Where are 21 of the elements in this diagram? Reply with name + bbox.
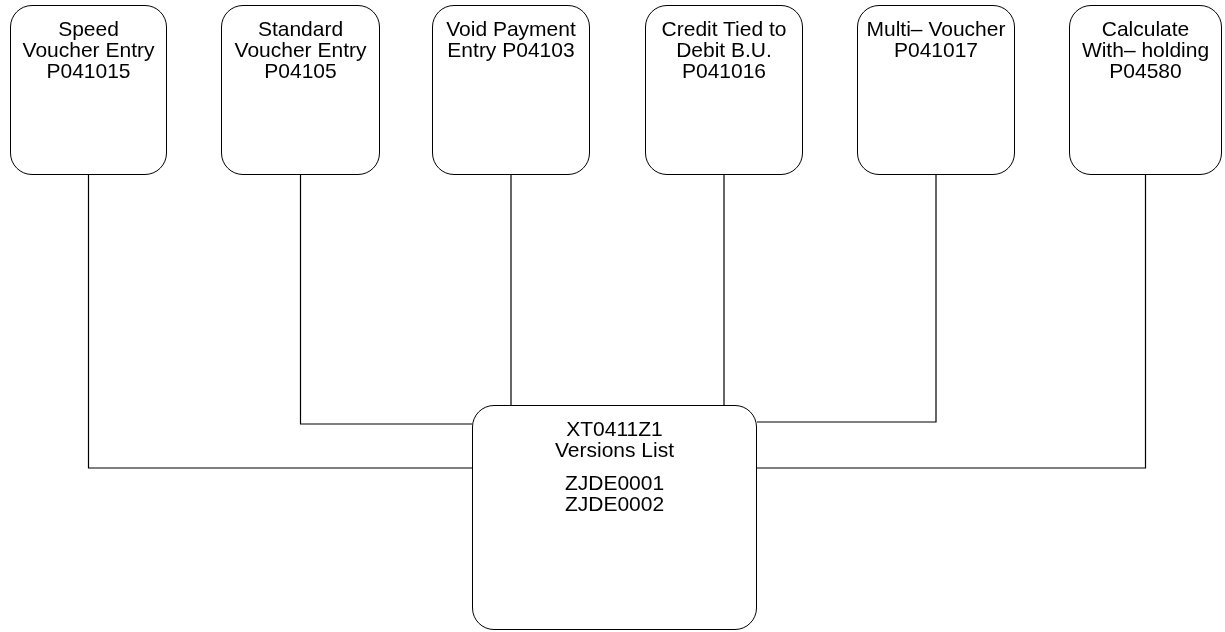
- connector-line: [756, 174, 937, 423]
- program-label: Multi– Voucher P041017: [866, 18, 1006, 60]
- connector-line: [756, 174, 1147, 469]
- program-box: [10, 5, 167, 175]
- list-title: XT0411Z1 Versions List: [553, 418, 676, 460]
- versions-list-box: [472, 405, 757, 630]
- program-box: [1069, 5, 1222, 175]
- program-label: Credit Tied to Debit B.U. P041016: [660, 18, 788, 81]
- program-label: Speed Voucher Entry P041015: [21, 18, 156, 81]
- connector-line: [723, 174, 725, 406]
- program-label: Calculate With– holding P04580: [1080, 18, 1211, 81]
- connector-line: [510, 174, 512, 406]
- version-list: ZJDE0001 ZJDE0002: [549, 472, 680, 514]
- connector-line: [87, 174, 473, 469]
- program-box: [645, 5, 803, 175]
- program-label: Standard Voucher Entry P04105: [233, 18, 368, 81]
- program-box: [221, 5, 380, 175]
- program-box: [857, 5, 1015, 175]
- program-box: [432, 5, 590, 175]
- connector-line: [299, 174, 473, 425]
- program-label: Void Payment Entry P04103: [445, 18, 577, 60]
